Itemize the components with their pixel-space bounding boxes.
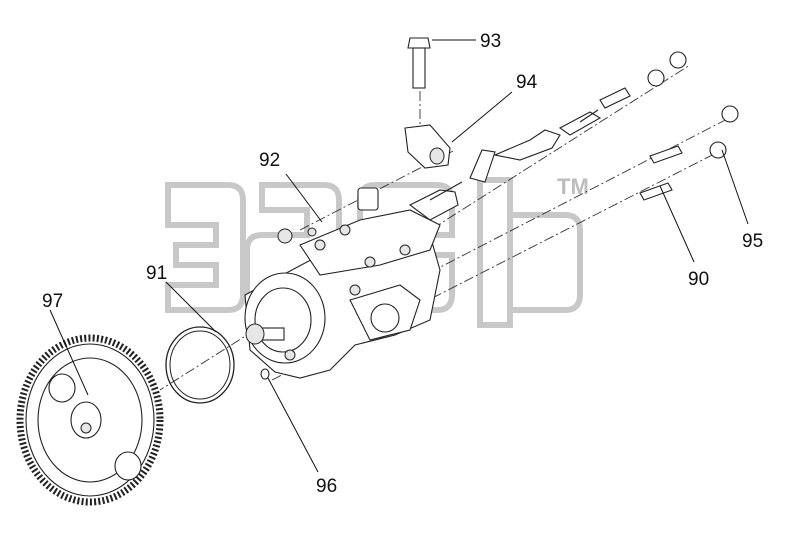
o-ring: [165, 326, 235, 404]
wiring-harness: [469, 87, 631, 183]
studs: [639, 145, 683, 201]
callout-96: 96: [316, 476, 337, 497]
bolt-long: [407, 37, 431, 89]
fuel-pump-body: [244, 181, 463, 379]
callout-94: 94: [516, 72, 538, 93]
callout-95: 95: [742, 231, 763, 252]
callout-92: 92: [259, 150, 280, 171]
callout-labels: 93 94 92 91 97 96 90 95: [42, 31, 763, 497]
trademark-text: TM: [557, 174, 589, 199]
callout-97: 97: [42, 291, 63, 312]
leader-lines: [49, 39, 749, 473]
callout-93: 93: [480, 31, 501, 52]
nut-small: [260, 368, 270, 380]
bracket: [404, 124, 451, 169]
callout-91: 91: [146, 263, 167, 284]
nuts-upper: [647, 51, 739, 159]
assembly-axes: [159, 55, 736, 391]
callout-90: 90: [688, 269, 709, 290]
drive-gear: [16, 334, 164, 506]
